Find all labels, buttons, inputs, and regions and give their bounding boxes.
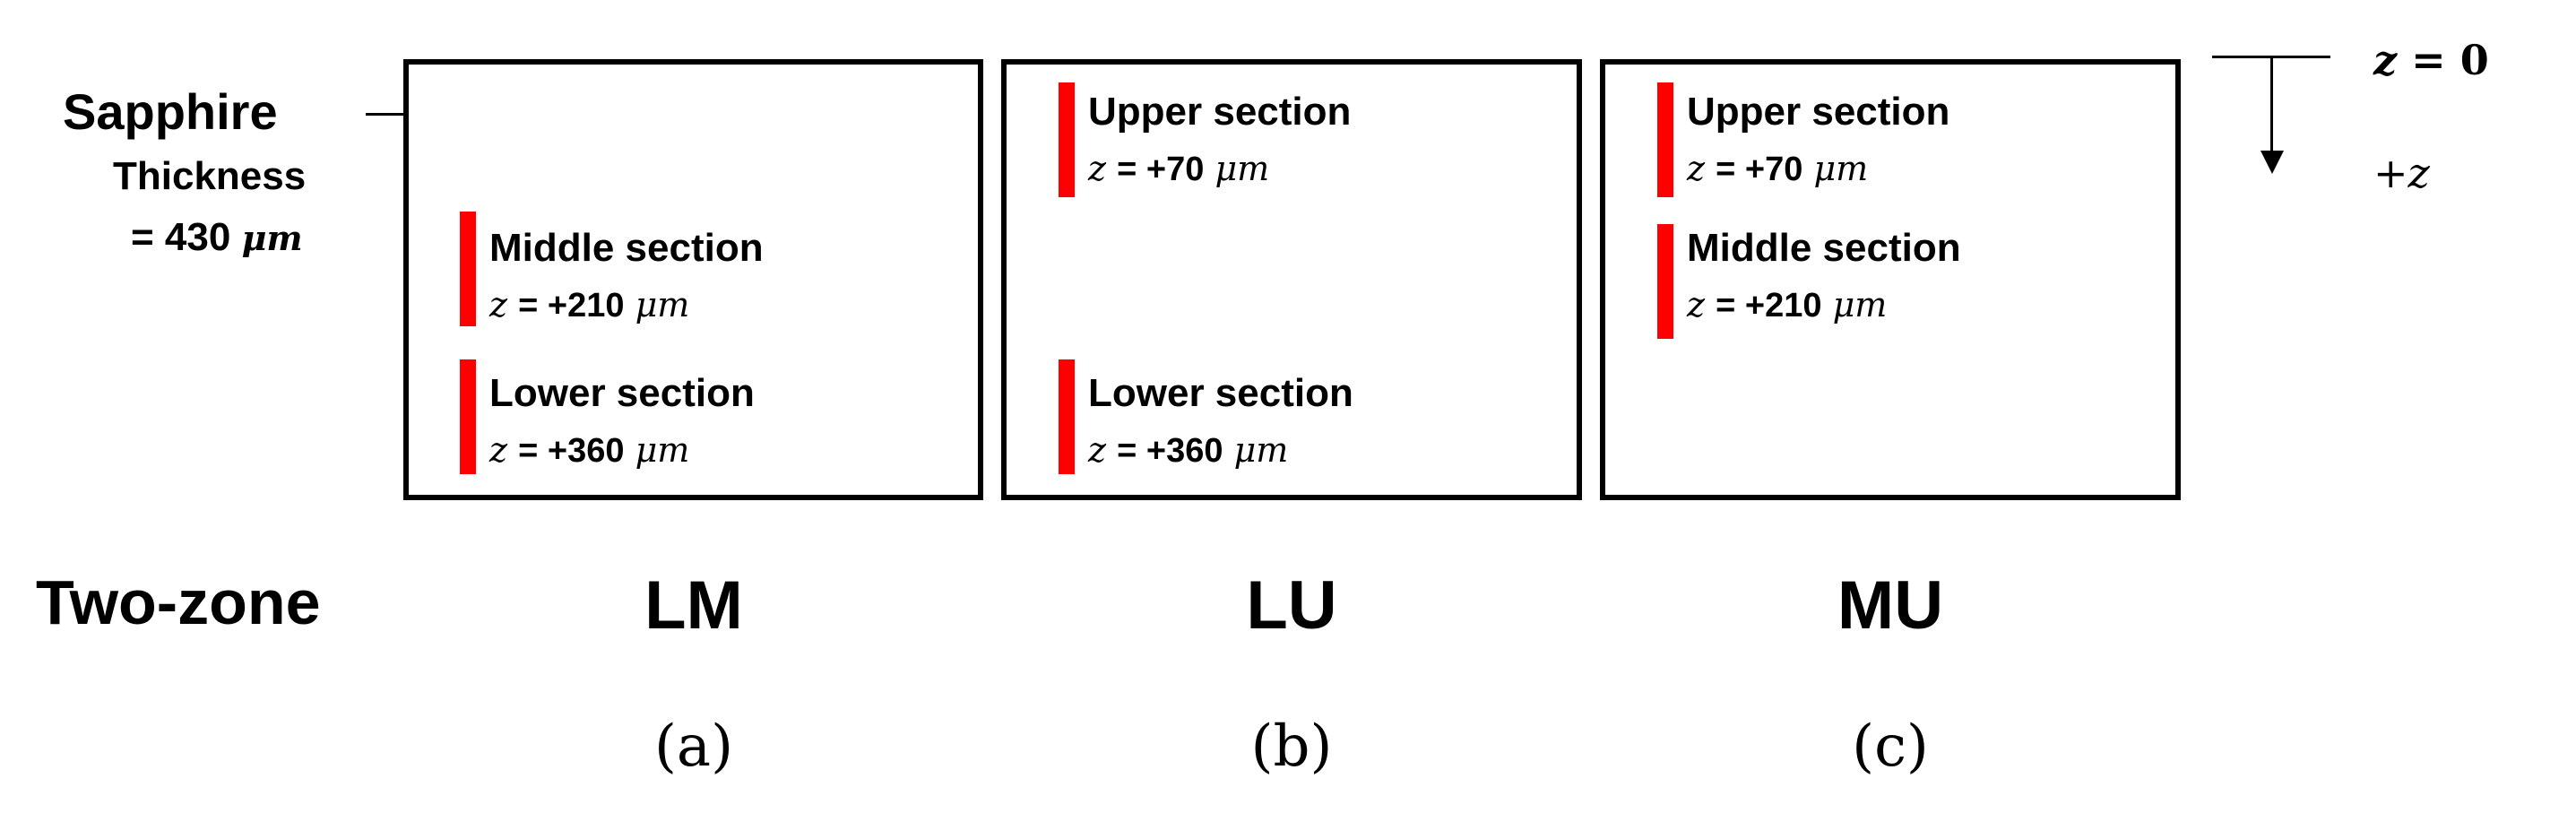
material-leader-line	[366, 113, 403, 116]
section-marker	[1657, 82, 1673, 197]
section-depth: z = +210 μm	[1687, 285, 1888, 324]
panel-caption-b: (b)	[1250, 714, 1333, 780]
section-depth: z = +360 μm	[489, 430, 690, 470]
thickness-unit: μm	[241, 218, 303, 258]
depth-arrow-head	[2260, 151, 2284, 174]
thickness-label: Thickness	[113, 154, 307, 198]
panel-code-mu: MU	[1837, 567, 1944, 644]
panel-box-lu	[1001, 59, 1582, 500]
row-label: Two-zone	[36, 567, 321, 637]
section-depth: z = +70 μm	[1088, 149, 1270, 188]
section-title: Upper section	[1088, 90, 1352, 134]
section-title: Middle section	[1687, 226, 1961, 270]
section-title: Lower section	[1088, 371, 1353, 415]
panel-box-lm	[403, 59, 983, 500]
section-marker	[1059, 359, 1075, 474]
section-marker	[1059, 82, 1075, 197]
panel-caption-c: (c)	[1852, 714, 1929, 780]
depth-arrow-shaft	[2270, 56, 2273, 154]
axis-origin-label: z = 0	[2373, 36, 2489, 84]
section-marker	[460, 359, 476, 474]
panel-box-mu	[1600, 59, 2181, 500]
panel-caption-a: (a)	[653, 714, 734, 780]
panel-code-lu: LU	[1246, 567, 1337, 644]
thickness-number: = 430	[131, 215, 231, 259]
section-marker	[1657, 224, 1673, 339]
section-marker	[460, 212, 476, 326]
thickness-value: = 430 μm	[131, 215, 303, 260]
section-depth: z = +70 μm	[1687, 149, 1869, 188]
panel-code-lm: LM	[644, 567, 743, 644]
section-title: Middle section	[489, 226, 764, 270]
section-depth: z = +210 μm	[489, 285, 690, 324]
axis-direction-label: +z	[2373, 149, 2430, 197]
material-name: Sapphire	[63, 83, 278, 140]
section-title: Upper section	[1687, 90, 1950, 134]
section-depth: z = +360 μm	[1088, 430, 1289, 470]
section-title: Lower section	[489, 371, 755, 415]
